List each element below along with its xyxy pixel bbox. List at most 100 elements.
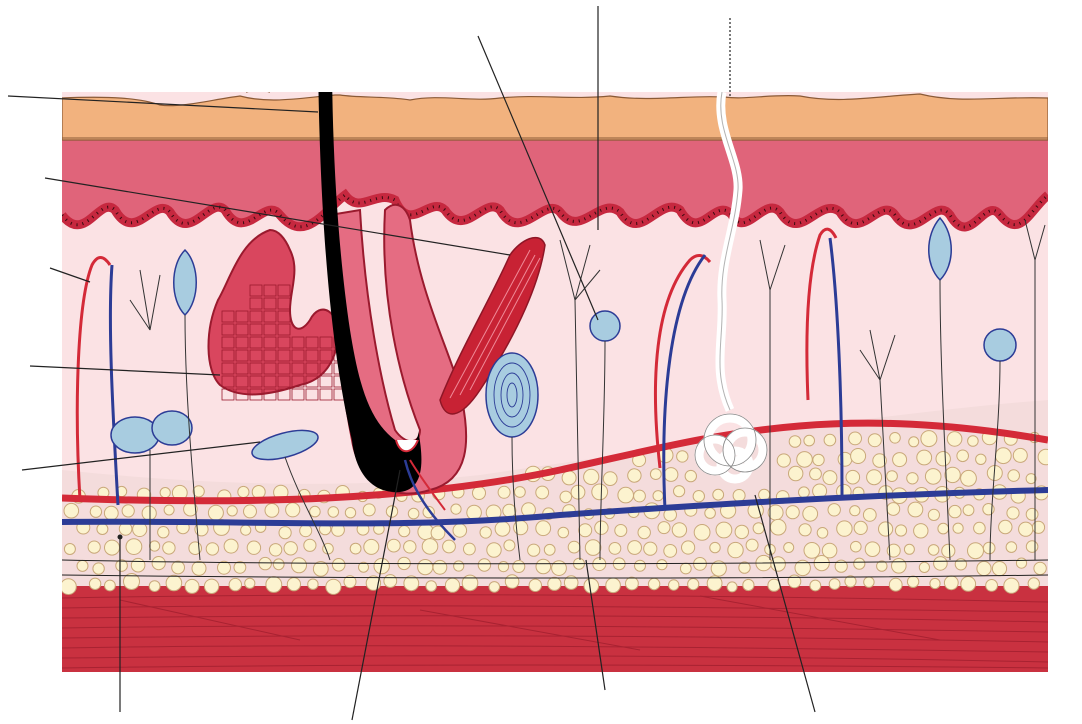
fat-cell bbox=[422, 539, 438, 555]
fat-cell bbox=[204, 579, 218, 593]
fat-cell bbox=[350, 543, 361, 554]
fat-cell bbox=[584, 469, 599, 484]
fat-cell bbox=[925, 469, 941, 485]
fat-cell bbox=[426, 581, 437, 592]
fat-cell bbox=[685, 470, 696, 481]
fat-cell bbox=[974, 522, 986, 534]
fat-cell bbox=[592, 484, 608, 500]
fat-cell bbox=[149, 581, 160, 592]
fat-cell bbox=[810, 580, 821, 591]
fat-cell bbox=[1034, 562, 1046, 574]
fat-cell bbox=[166, 575, 182, 591]
fat-cell bbox=[635, 560, 646, 571]
fat-cell bbox=[584, 579, 599, 594]
fat-cell bbox=[797, 452, 813, 468]
fat-cell bbox=[694, 558, 707, 571]
fat-cell bbox=[292, 558, 307, 573]
fat-cell bbox=[122, 505, 134, 517]
fat-cell bbox=[680, 563, 691, 574]
surface-flake bbox=[488, 88, 510, 90]
fat-cell bbox=[478, 559, 490, 571]
fat-cell bbox=[727, 582, 737, 592]
fat-cell bbox=[995, 448, 1011, 464]
fat-cell bbox=[304, 539, 316, 551]
fat-cell bbox=[234, 562, 246, 574]
fat-cell bbox=[1016, 558, 1026, 568]
fat-cell bbox=[944, 576, 958, 590]
fat-cell bbox=[838, 452, 852, 466]
fat-cell bbox=[152, 557, 165, 570]
fat-cell bbox=[229, 578, 241, 590]
fat-cell bbox=[955, 559, 966, 570]
fat-cell bbox=[710, 542, 720, 552]
fat-cell bbox=[286, 503, 300, 517]
fat-cell bbox=[976, 454, 986, 464]
fat-cell bbox=[284, 542, 297, 555]
fat-cell bbox=[968, 436, 979, 447]
nerve-end-bulb bbox=[590, 311, 620, 341]
fat-cell bbox=[562, 471, 576, 485]
fat-cell bbox=[953, 523, 963, 533]
fat-cell bbox=[489, 582, 500, 593]
fat-cell bbox=[467, 505, 482, 520]
fat-cell bbox=[822, 543, 837, 558]
fat-cell bbox=[606, 578, 621, 593]
fat-cell bbox=[626, 577, 639, 590]
nerve-end-bulb bbox=[984, 329, 1016, 361]
fat-cell bbox=[1008, 470, 1020, 482]
fat-cell bbox=[244, 505, 257, 518]
fat-cell bbox=[986, 580, 998, 592]
krause-end-bulb bbox=[152, 411, 192, 445]
fat-cell bbox=[1013, 448, 1027, 462]
fat-cell bbox=[300, 525, 312, 537]
fat-cell bbox=[890, 433, 901, 444]
fat-cell bbox=[387, 539, 400, 552]
fat-cell bbox=[536, 521, 551, 536]
fat-cell bbox=[310, 506, 321, 517]
fat-cell bbox=[269, 544, 281, 556]
fat-cell bbox=[917, 450, 932, 465]
fat-cell bbox=[851, 449, 866, 464]
fat-cell bbox=[887, 503, 900, 516]
fat-cell bbox=[664, 545, 677, 558]
fat-cell bbox=[828, 504, 840, 516]
fat-cell bbox=[868, 434, 881, 447]
fat-cell bbox=[97, 524, 108, 535]
fat-cell bbox=[693, 491, 704, 502]
fat-cell bbox=[105, 580, 116, 591]
fat-cell bbox=[895, 525, 906, 536]
fat-cell bbox=[677, 451, 688, 462]
fat-cell bbox=[957, 450, 969, 462]
fat-cell bbox=[404, 541, 416, 553]
fat-cell bbox=[803, 506, 818, 521]
fat-cell bbox=[865, 542, 880, 557]
fat-cell bbox=[1006, 542, 1017, 553]
fat-cell bbox=[1028, 578, 1039, 589]
fat-cell bbox=[473, 487, 486, 500]
fat-cell bbox=[854, 521, 867, 534]
fat-cell bbox=[328, 507, 339, 518]
fat-cell bbox=[837, 521, 852, 536]
fat-cell bbox=[850, 506, 860, 516]
fat-cell bbox=[126, 539, 142, 555]
fat-cell bbox=[287, 578, 300, 591]
surface-flake bbox=[770, 88, 800, 90]
fat-cell bbox=[999, 520, 1012, 533]
fat-cell bbox=[445, 578, 459, 592]
fat-cell bbox=[451, 504, 461, 514]
fat-cell bbox=[326, 579, 341, 594]
fat-cell bbox=[1026, 541, 1038, 553]
fat-cell bbox=[788, 575, 801, 588]
fat-cell bbox=[571, 485, 585, 499]
fat-cell bbox=[824, 434, 836, 446]
fat-cell bbox=[777, 454, 790, 467]
fat-cell bbox=[192, 561, 206, 575]
fat-cell bbox=[770, 519, 786, 535]
fat-cell bbox=[64, 544, 75, 555]
fat-cell bbox=[558, 527, 569, 538]
fat-cell bbox=[364, 539, 379, 554]
fat-cell bbox=[515, 487, 526, 498]
fat-cell bbox=[947, 432, 962, 447]
fat-cell bbox=[930, 578, 940, 588]
